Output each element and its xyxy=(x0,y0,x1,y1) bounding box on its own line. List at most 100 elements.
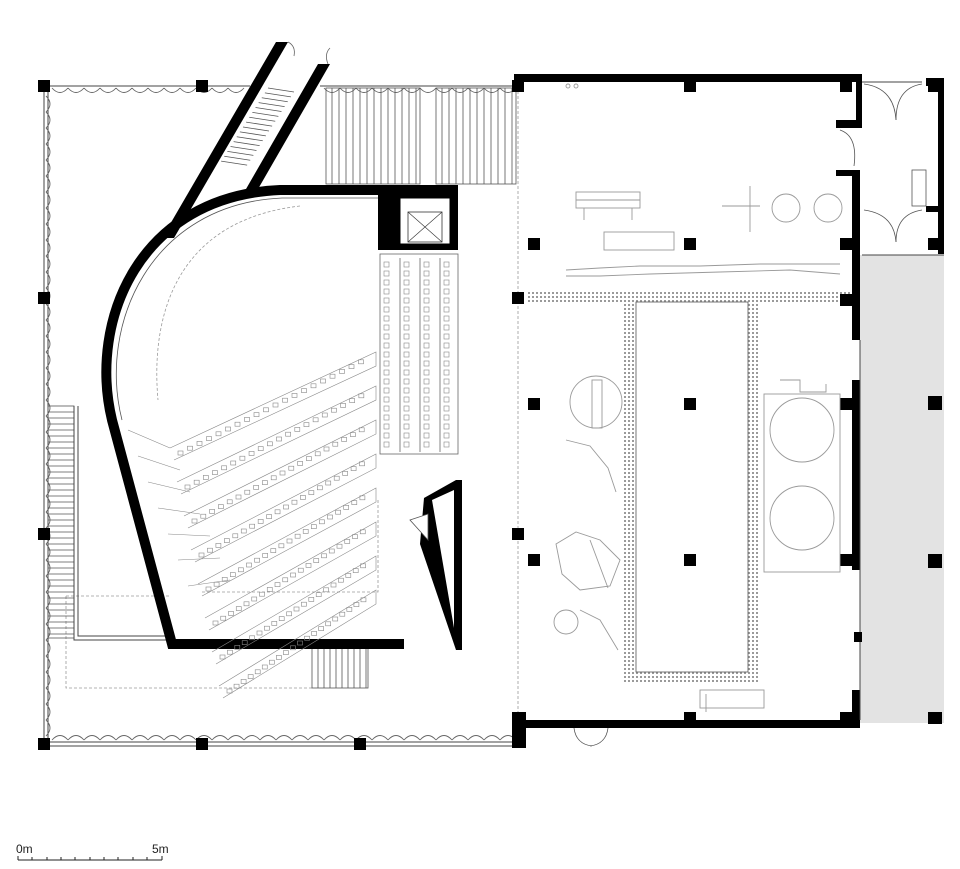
seat-row xyxy=(183,419,377,529)
seat xyxy=(308,490,315,495)
seat xyxy=(209,509,215,514)
seat xyxy=(278,616,285,621)
seat xyxy=(323,587,329,593)
seat xyxy=(423,387,430,394)
seat xyxy=(383,324,390,331)
seat xyxy=(314,451,321,457)
seat xyxy=(221,577,228,582)
seat xyxy=(339,369,345,374)
seat xyxy=(196,441,203,446)
seat xyxy=(238,567,244,573)
seat xyxy=(228,611,234,616)
front-step xyxy=(147,481,191,493)
seat xyxy=(341,437,347,442)
seat xyxy=(253,412,260,417)
seat xyxy=(358,393,365,399)
seat xyxy=(290,572,296,578)
seat xyxy=(301,601,307,607)
seat xyxy=(332,616,339,622)
seat xyxy=(327,514,333,520)
auditorium-inner-dashed xyxy=(156,205,301,401)
seat xyxy=(220,615,227,621)
seat xyxy=(261,664,268,670)
ramp-line xyxy=(73,406,170,641)
seat xyxy=(383,396,390,403)
seat xyxy=(213,581,220,587)
seat xyxy=(443,423,450,430)
seat xyxy=(247,674,254,679)
seat xyxy=(383,414,390,421)
seat xyxy=(423,324,430,331)
seat xyxy=(360,597,367,603)
seat xyxy=(423,360,430,367)
seat xyxy=(286,611,292,617)
seat xyxy=(403,315,410,322)
seat xyxy=(300,495,306,500)
top-stairs xyxy=(325,87,517,185)
seat xyxy=(383,333,390,340)
seat xyxy=(443,333,450,340)
seat xyxy=(443,405,450,412)
seat xyxy=(403,333,410,340)
seat xyxy=(328,548,335,554)
seat-row xyxy=(176,385,377,495)
seat xyxy=(232,533,239,539)
seat xyxy=(297,640,303,646)
seat xyxy=(318,626,324,631)
left-stair xyxy=(47,405,75,639)
stair-tread xyxy=(252,111,279,117)
front-step xyxy=(127,429,171,449)
seat xyxy=(262,553,269,558)
seat xyxy=(443,387,450,394)
stair-tread xyxy=(267,87,295,93)
hatched-strips xyxy=(526,291,852,684)
seat xyxy=(283,650,289,655)
seat xyxy=(403,279,410,286)
seat xyxy=(443,441,450,448)
seat xyxy=(205,586,212,592)
seat xyxy=(244,417,250,422)
seat xyxy=(230,572,236,577)
seat xyxy=(403,360,410,367)
seat xyxy=(249,523,255,529)
seat xyxy=(325,480,332,486)
seat xyxy=(227,649,233,655)
seat xyxy=(321,553,327,559)
seating-outline xyxy=(379,253,459,455)
seat xyxy=(215,431,222,437)
seat xyxy=(383,360,390,367)
seat xyxy=(226,499,233,505)
seat xyxy=(443,270,450,277)
seat xyxy=(348,364,355,369)
seat xyxy=(212,620,219,626)
stair-tread xyxy=(246,121,273,127)
seat xyxy=(311,631,317,636)
front-step xyxy=(177,557,221,561)
seat xyxy=(352,534,358,539)
seat xyxy=(279,470,286,476)
seat xyxy=(423,261,430,268)
seat xyxy=(319,519,325,525)
seat xyxy=(270,548,277,553)
elevator-core xyxy=(378,190,458,250)
equipment xyxy=(553,83,843,712)
stair-tread xyxy=(221,160,248,166)
seat xyxy=(443,414,450,421)
scale-start-label: 0m xyxy=(16,842,33,856)
seat xyxy=(383,432,390,439)
seat xyxy=(320,378,326,384)
seat xyxy=(403,432,410,439)
seat xyxy=(403,405,410,412)
seat xyxy=(383,279,390,286)
seat xyxy=(353,602,360,607)
seat xyxy=(283,504,289,510)
seat xyxy=(350,432,356,437)
seat-row xyxy=(190,453,377,563)
stair-tread xyxy=(233,141,260,147)
seat xyxy=(344,539,351,544)
seat xyxy=(304,635,310,641)
seat xyxy=(212,470,218,475)
seat xyxy=(325,621,332,627)
seat-row xyxy=(197,487,377,597)
seat xyxy=(443,342,450,349)
